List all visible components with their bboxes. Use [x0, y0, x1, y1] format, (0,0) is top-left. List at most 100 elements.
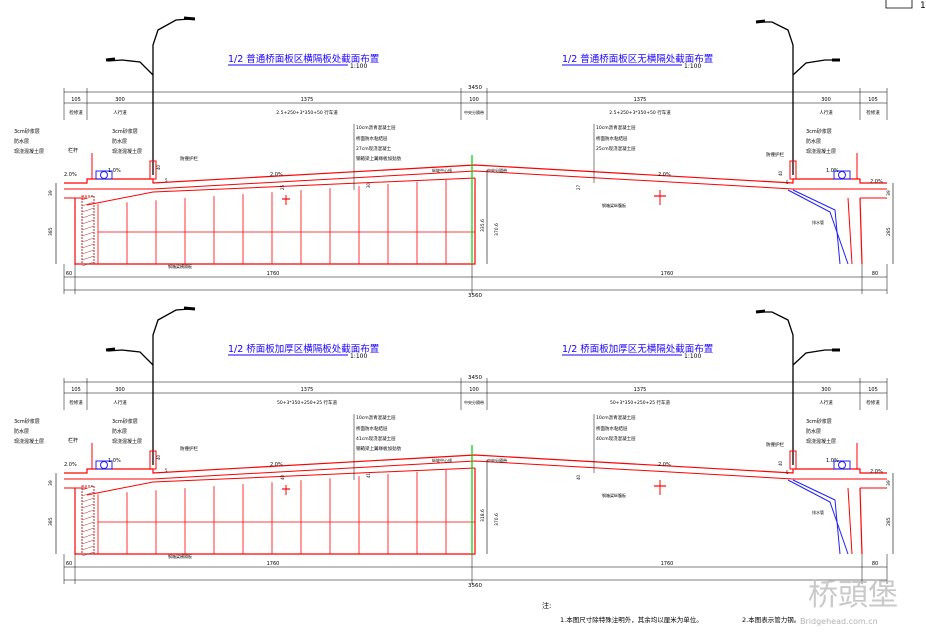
lane-note-right: 50+3*350+250+25 行车道 [610, 399, 670, 406]
layer-concrete-walk: 现浇混凝土层 [112, 438, 142, 445]
deck-layer-stiffener-left: 钢箱梁上翼缘板加劲肋 [356, 445, 401, 452]
sheet-number: 1 [920, 1, 926, 11]
web-hatch-line-8 [81, 533, 95, 539]
label-median: 中央分隔带 [464, 109, 484, 115]
lamp-head-left-1 [183, 306, 196, 311]
deck-layer-membrane-left: 桥面防水粘结层 [356, 135, 388, 142]
watermark-url: Bridgehead.com.cn [800, 617, 878, 626]
label-inspection-walk-left: 检修道 [69, 109, 83, 116]
dim-80: 80 [872, 271, 878, 277]
slope-left-walk: 2.0% [64, 462, 77, 468]
pipe-left [100, 171, 108, 179]
right-title-scale: 1:100 [684, 63, 701, 70]
street-lamp-left-lower [107, 59, 154, 76]
dim-385-left: 385 [48, 517, 54, 526]
web-hatch-line-1 [81, 491, 95, 497]
layer-concrete-walk: 现浇混凝土层 [112, 148, 142, 155]
lane-note-right: 2.5+250+3*350+50 行车道 [609, 109, 671, 116]
inner-web-right [847, 487, 853, 555]
label-longitudinal-web: 钢箱梁纵腹板 [602, 202, 626, 208]
label-drain-pipe: 排水管 [812, 509, 824, 515]
left-title-scale: 1:100 [350, 353, 367, 360]
crash-barrier-right [789, 160, 797, 180]
web-hatch-line-8 [81, 243, 95, 249]
dim-100-median: 100 [469, 387, 479, 393]
left-section-title: 1/2 桥面板加厚区横隔板处截面布置 [228, 343, 379, 355]
watermark-logo: 桥頭堡 [808, 578, 898, 613]
deck-slab-bottom [64, 170, 887, 190]
street-lamp-right-lower [792, 349, 838, 366]
lane-note-left: 2.5+250+3*350+50 行车道 [276, 109, 338, 116]
barrier-width-right: 5 [786, 470, 789, 475]
deck-layer-concrete-left: 41cm现浇混凝土层 [356, 435, 396, 442]
slab-thickness-left: 30 [366, 182, 371, 188]
web-hatch-left [81, 485, 95, 555]
dim-39-right: 39 [886, 190, 892, 196]
slope-left-carriageway: 2.0% [270, 172, 283, 178]
street-lamp-left-upper [152, 18, 191, 175]
drain-pipe-right-outer [792, 479, 841, 555]
lamp-head-left-1 [183, 16, 196, 21]
web-hatch-line-10 [81, 545, 95, 551]
dim-105-right: 105 [868, 97, 878, 103]
web-hatch-line-7 [81, 237, 95, 243]
right-title-scale: 1:100 [684, 353, 701, 360]
label-median-right: 中央分隔带 [487, 457, 507, 463]
layer-waterproof-right: 防水层 [806, 138, 821, 145]
label-drain-pipe: 排水管 [812, 219, 824, 225]
street-lamp-right-upper [757, 21, 794, 175]
web-hatch-line-9 [81, 539, 95, 545]
label-barrier-left: 防撞护栏 [180, 155, 198, 162]
box-girder-top-flange [86, 467, 476, 496]
dim-100-median: 100 [469, 97, 479, 103]
note-1: 1.本图尺寸除特殊注明外，其余均以厘米为单位。 [560, 615, 703, 624]
web-hatch-line-5 [81, 225, 95, 231]
web-hatch-line-6 [81, 231, 95, 237]
dim-total-bottom: 3560 [468, 583, 482, 589]
dim-105-right: 105 [868, 387, 878, 393]
deck-layer-concrete-left: 27cm现浇混凝土 [356, 145, 392, 152]
layer-mortar-walk: 3cm砂浆层 [112, 128, 138, 135]
edge-web-right [859, 487, 863, 555]
lamp-head-right-1 [755, 309, 766, 314]
layer-concrete-right: 现浇混凝土层 [806, 438, 836, 445]
stiffener-size-left: 40 [280, 474, 285, 480]
deck-layer-asphalt-right: 10cm沥青混凝土层 [596, 414, 636, 421]
dim-385-left: 385 [48, 227, 54, 236]
label-inspection-walk-right: 检修道 [866, 109, 880, 116]
deck-layer-membrane-right: 桥面防水粘结层 [596, 135, 628, 142]
dim-1375-left: 1375 [301, 97, 314, 103]
label-inspection-walk-left: 检修道 [69, 399, 83, 406]
slope-right-sidewalk: 1.0% [826, 168, 839, 174]
web-hatch-line-11 [81, 551, 95, 557]
web-hatch-line-10 [81, 255, 95, 261]
web-hatch-line-1 [81, 201, 95, 207]
slope-left-sidewalk: 1.0% [108, 458, 121, 464]
lamp-head-left-2 [105, 57, 116, 62]
edge-web-right [859, 197, 863, 265]
barrier-height-right: 40 [778, 170, 783, 176]
dim-300-left: 300 [115, 97, 125, 103]
dim-39-left: 39 [48, 190, 54, 196]
dim-80: 80 [872, 561, 878, 567]
layer-waterproof-walk: 防水层 [112, 428, 127, 435]
slab-thickness-left: 41 [366, 472, 371, 478]
dim-total-top: 3450 [468, 375, 482, 381]
dim-height-center-left: 335.6 [480, 219, 486, 232]
deck-layer-concrete-right: 40cm现浇混凝土层 [596, 435, 636, 442]
dim-1760-right: 1760 [661, 561, 674, 567]
crash-barrier-left [149, 160, 157, 180]
crash-barrier-left [149, 450, 157, 470]
street-lamp-right-upper [757, 311, 794, 465]
web-hatch-line-6 [81, 521, 95, 527]
dim-285-right: 285 [886, 517, 892, 526]
web-hatch-line-0 [81, 485, 95, 491]
slope-left-walk: 2.0% [64, 172, 77, 178]
web-hatch-line-9 [81, 249, 95, 255]
label-median-right: 中央分隔带 [487, 167, 507, 173]
dim-285-right: 285 [886, 227, 892, 236]
pipe-right [838, 461, 846, 469]
web-hatch-line-3 [81, 213, 95, 219]
